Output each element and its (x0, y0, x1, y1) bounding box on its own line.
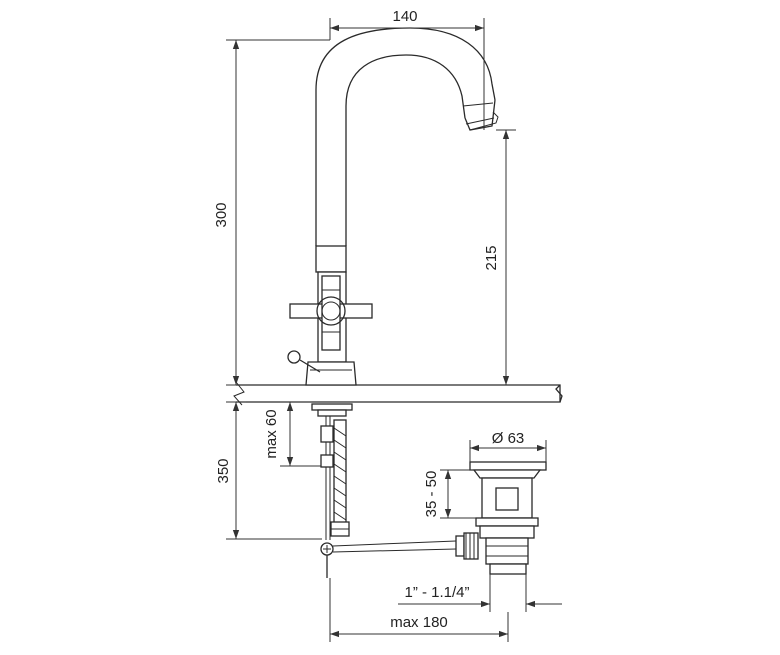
dim-waste-range-label: 35 - 50 (423, 471, 440, 518)
dim-below-deck: 350 (215, 401, 322, 540)
dim-waste-diameter: Ø 63 (469, 430, 547, 462)
countertop (233, 381, 563, 406)
pop-up-waste (469, 461, 547, 575)
dim-max-distance-label: max 180 (390, 614, 448, 631)
dim-max-distance: max 180 (329, 578, 509, 642)
dim-spout-reach: 140 (329, 8, 485, 130)
dim-spout-height: 215 (483, 129, 516, 385)
dim-waste-range: 35 - 50 (423, 469, 476, 519)
dim-waste-diameter-label: Ø 63 (492, 430, 525, 447)
faucet-body (287, 245, 373, 386)
dim-total-height-label: 300 (213, 202, 230, 227)
dim-total-height: 300 (213, 39, 330, 386)
dim-max-deck-label: max 60 (263, 409, 280, 458)
dim-spout-reach-label: 140 (392, 8, 417, 25)
under-deck-assembly (311, 403, 479, 578)
dim-spout-height-label: 215 (483, 245, 500, 270)
spout (315, 27, 499, 246)
dim-below-deck-label: 350 (215, 458, 232, 483)
dim-waste-thread: 1” - 1.1/4” (398, 574, 562, 612)
dim-waste-thread-label: 1” - 1.1/4” (404, 584, 469, 601)
dim-max-deck: max 60 (263, 401, 321, 467)
